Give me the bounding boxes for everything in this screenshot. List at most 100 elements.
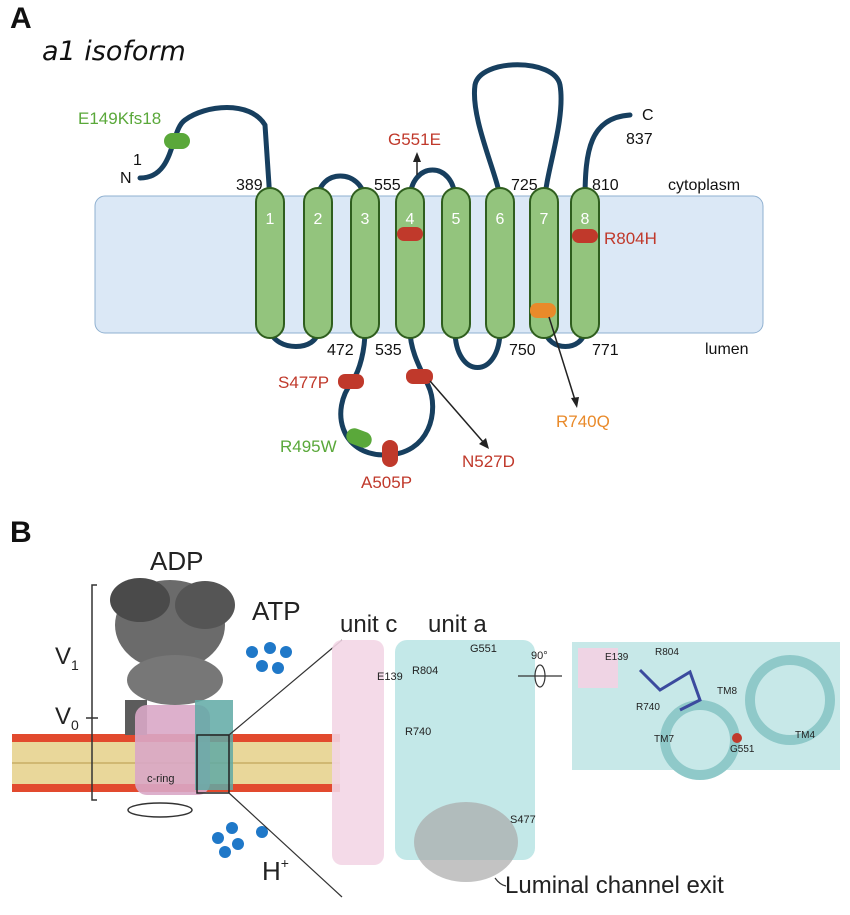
tm-number: 2 (314, 211, 323, 228)
v-bracket (91, 584, 97, 801)
panel-b-letter: B (10, 516, 32, 549)
mutation-marker-r804 (572, 229, 598, 243)
mutation-marker-r740 (530, 303, 556, 318)
arrowhead-n527 (479, 438, 489, 449)
mutation-marker-e149 (164, 133, 190, 149)
residue-label-s477: S477 (510, 814, 536, 826)
residue-number: 535 (375, 342, 402, 359)
mutation-marker-s477 (338, 374, 364, 389)
tm-helix-5 (441, 187, 471, 339)
residue-number: 472 (327, 342, 354, 359)
detail-label-e139: E139 (605, 652, 629, 663)
mutation-label-r804: R804H (604, 229, 657, 248)
tm-helix-1 (255, 187, 285, 339)
lumen-label: lumen (705, 341, 749, 358)
mutation-marker-r495 (346, 428, 372, 448)
n-terminus-number: 1 (133, 152, 142, 169)
detail-label-g551: G551 (730, 744, 755, 755)
mutation-label-a505: A505P (361, 473, 412, 492)
tm-helix-8 (570, 187, 600, 339)
residue-label-r804: R804 (412, 665, 438, 677)
zoom-structure (332, 640, 535, 882)
tm-helix-3 (350, 187, 380, 339)
detail-helix (745, 655, 835, 745)
zoom-line-bottom (228, 792, 343, 898)
n-terminus-label: N (120, 170, 132, 187)
tm-number: 6 (496, 211, 505, 228)
rotation-arrow (127, 802, 193, 818)
tm-number: 5 (452, 211, 461, 228)
tm-number: 4 (406, 211, 415, 228)
arrowhead-g551 (413, 152, 421, 162)
unit-c-label: unit c (340, 611, 397, 638)
v1-label: V1 (55, 643, 79, 673)
v1-stalk (127, 655, 223, 705)
residue-number: 389 (236, 177, 263, 194)
detail-label-r740: R740 (636, 702, 660, 713)
residue-label-g551: G551 (470, 643, 497, 655)
detail-g551-atom (732, 733, 742, 743)
cytoplasm-label: cytoplasm (668, 177, 740, 194)
unit-c-helices (332, 640, 384, 865)
c-terminus-label: C (642, 107, 654, 124)
v1-lobe (110, 578, 170, 622)
tm-helix-2 (303, 187, 333, 339)
c-terminus-number: 837 (626, 131, 653, 148)
membrane-box (94, 195, 764, 334)
tm-number: 3 (361, 211, 370, 228)
detail-label-tm4: TM4 (795, 730, 815, 741)
tm-number: 7 (540, 211, 549, 228)
proton-dots-top (246, 642, 292, 674)
unit-a-helices (395, 640, 535, 860)
proton-dots-bottom (212, 822, 268, 858)
luminal-exit-label: Luminal channel exit (505, 872, 724, 899)
residue-number: 750 (509, 342, 536, 359)
detail-label-r804: R804 (655, 647, 679, 658)
residue-number: 725 (511, 177, 538, 194)
tm-helix-6 (485, 187, 515, 339)
detail-label-tm8: TM8 (717, 686, 737, 697)
tm-helix-7 (529, 187, 559, 339)
mutation-label-s477: S477P (278, 373, 329, 392)
c-ring-body (135, 705, 210, 795)
residue-number: 810 (592, 177, 619, 194)
luminal-exit-region (414, 802, 518, 882)
arrowhead-r740 (571, 397, 579, 408)
residue-number: 771 (592, 342, 619, 359)
v0-label: V0 (55, 703, 79, 733)
detail-label-tm7: TM7 (654, 734, 674, 745)
arrow-n527 (429, 380, 485, 444)
arrow-r740 (548, 316, 576, 401)
unit-a-label: unit a (428, 611, 487, 638)
residue-number: 555 (374, 177, 401, 194)
mutation-marker-g551 (397, 227, 423, 241)
mutation-label-e149: E149Kfs18 (78, 109, 161, 128)
rotation-icon (534, 664, 546, 688)
tm-helices (255, 187, 600, 339)
v1-lobe (175, 581, 235, 629)
tm-number: 8 (581, 211, 590, 228)
adp-label: ADP (150, 546, 203, 576)
mutation-label-r495: R495W (280, 437, 337, 456)
rotation-label: 90° (531, 650, 548, 662)
h-plus-label: H+ (262, 855, 289, 886)
zoom-line-top (228, 639, 343, 736)
tm-numbers: 1 2 3 4 5 6 7 8 (266, 211, 590, 228)
mutation-marker-a505 (382, 440, 398, 467)
isoform-title: a1 isoform (42, 36, 186, 67)
detail-unit-c (578, 648, 618, 688)
mutation-marker-n527 (406, 369, 433, 384)
panel-a-letter: A (10, 2, 32, 35)
residue-label-e139: E139 (377, 671, 403, 683)
luminal-pointer (494, 877, 507, 887)
zoom-box (196, 734, 230, 794)
mutation-label-r740: R740Q (556, 412, 610, 431)
a-subunit (195, 700, 233, 790)
mutation-label-n527: N527D (462, 452, 515, 471)
tm-helix-4 (395, 187, 425, 339)
c-ring-label: c-ring (147, 773, 175, 785)
atp-label: ATP (252, 596, 301, 626)
tm-number: 1 (266, 211, 275, 228)
detail-side-chain (638, 668, 702, 712)
